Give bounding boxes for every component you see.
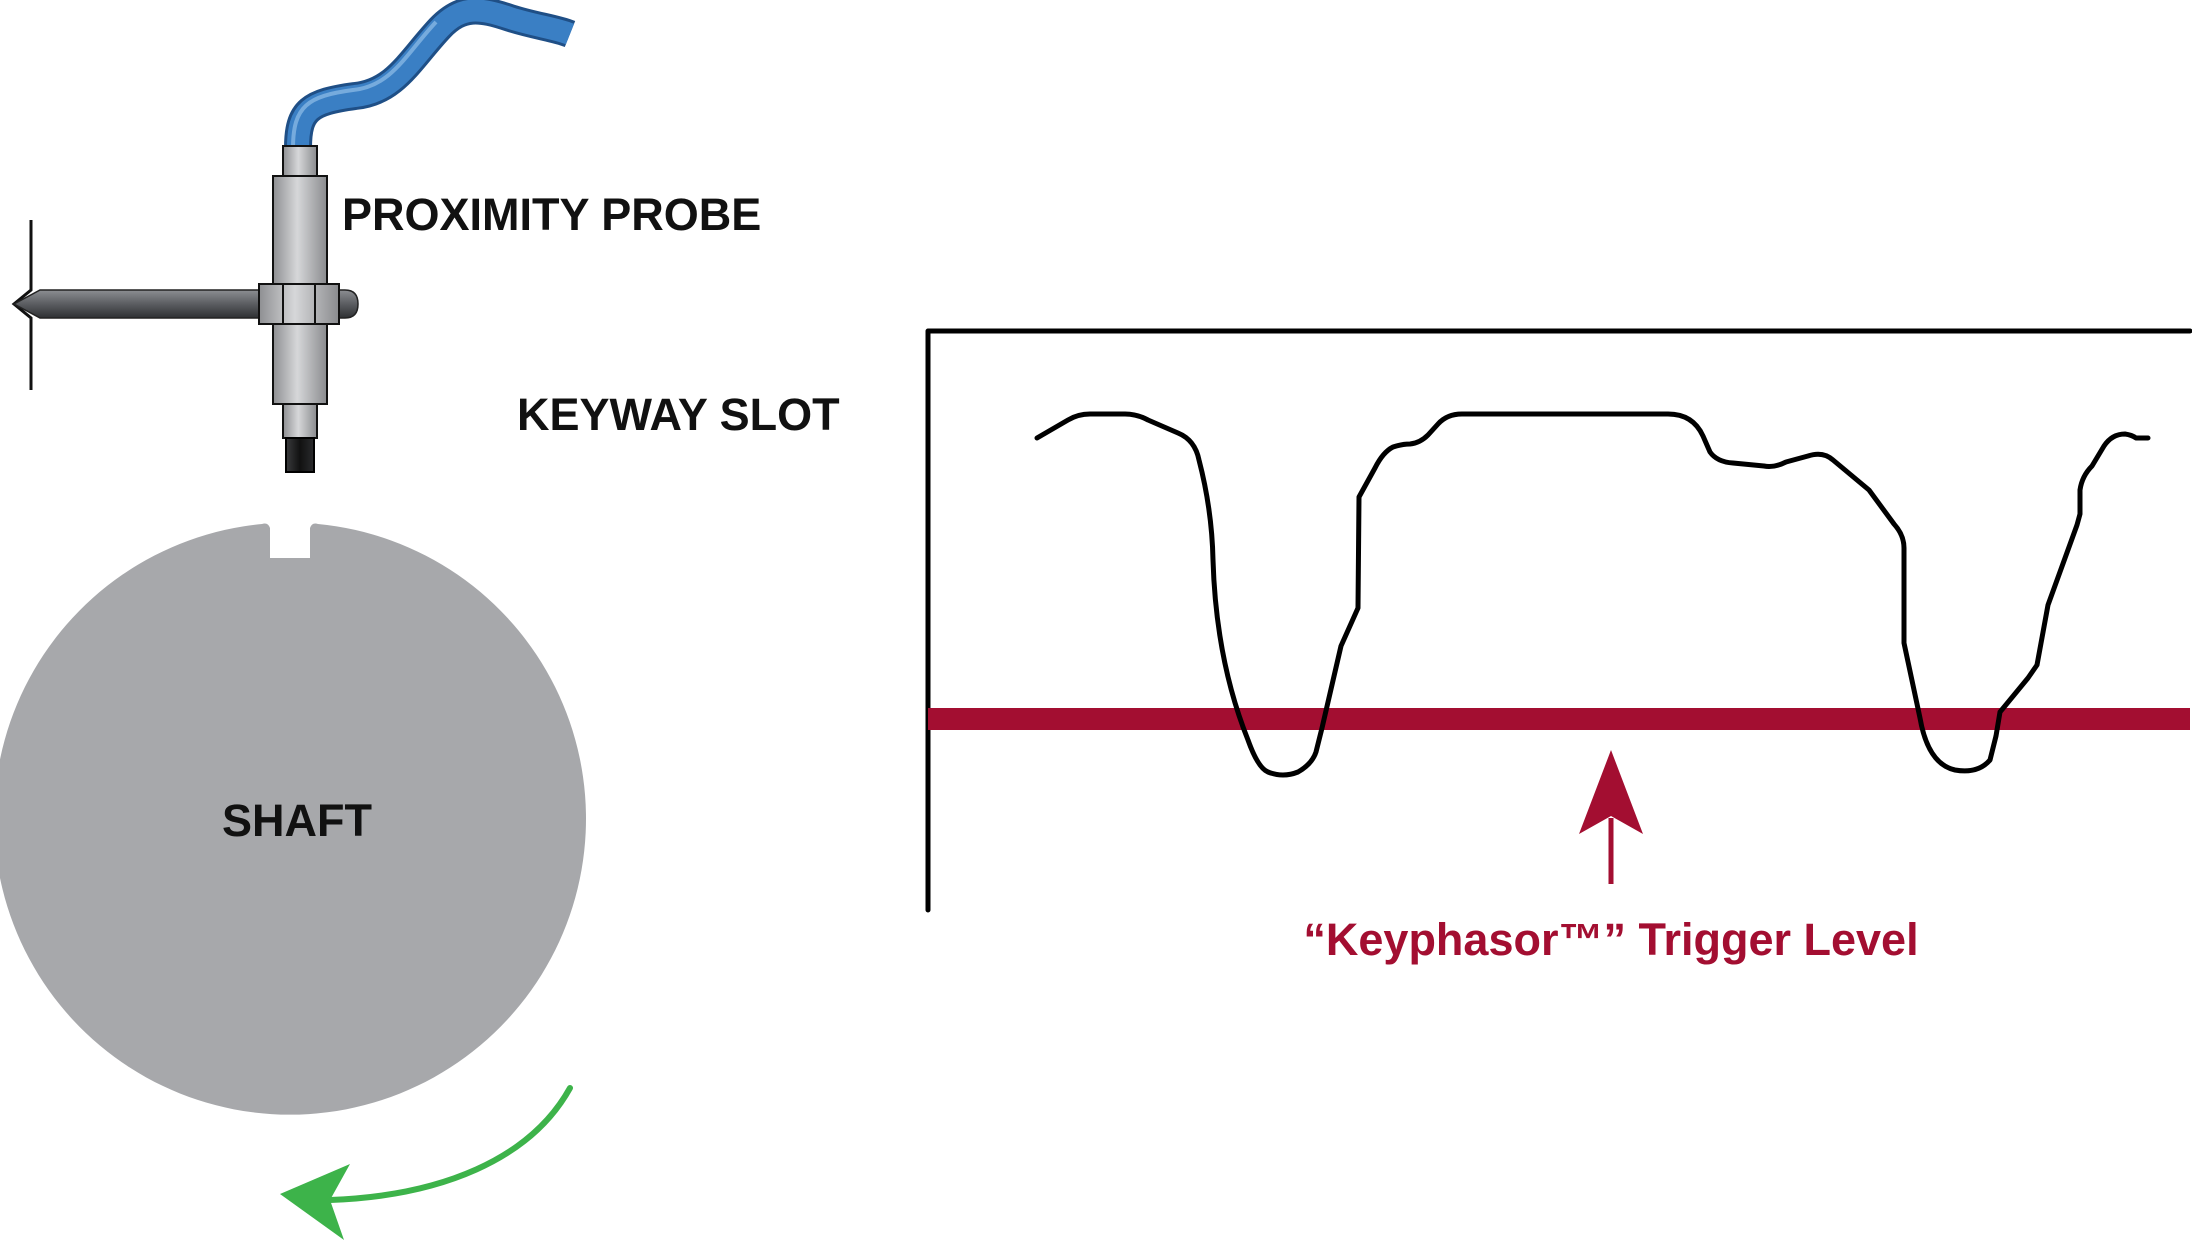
signal-trace: [1034, 411, 2151, 778]
probe-label: PROXIMITY PROBE: [342, 189, 761, 240]
probe-body-upper: [282, 145, 318, 177]
trigger-label: “Keyphasor™” Trigger Level: [1303, 914, 1918, 965]
plot-axes: [925, 328, 2192, 913]
probe-tip: [285, 437, 315, 473]
keyway-label: KEYWAY SLOT: [517, 389, 840, 440]
proximity-probe: [11, 0, 576, 473]
shaft: [0, 523, 586, 1115]
signal-plot: “Keyphasor™” Trigger Level: [925, 328, 2192, 965]
shaft-label: SHAFT: [222, 795, 372, 846]
curved-arrow-icon: [280, 1085, 573, 1240]
probe-body-lower: [272, 323, 328, 405]
up-arrow-icon: [1579, 750, 1643, 884]
probe-nut: [258, 283, 340, 325]
